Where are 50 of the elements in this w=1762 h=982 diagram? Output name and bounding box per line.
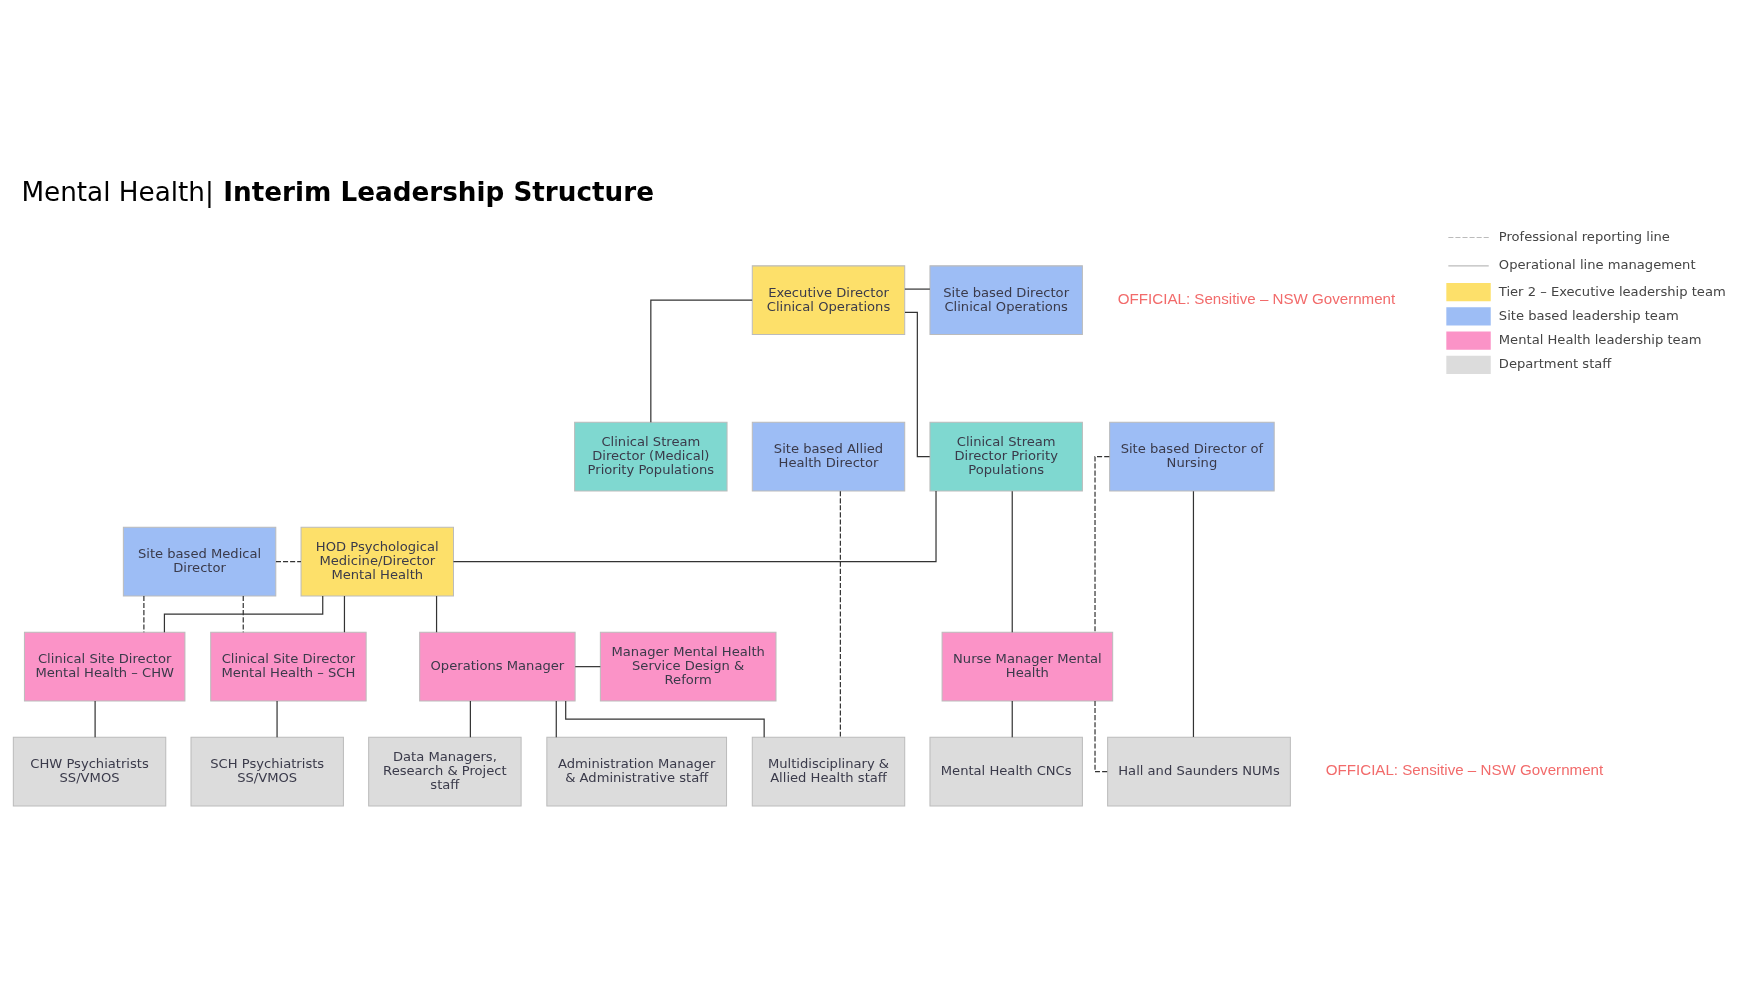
- connector: [839, 490, 841, 738]
- connector: [1192, 490, 1195, 738]
- node-box: Nurse Manager Mental Health: [941, 631, 1114, 701]
- node-box: Site based Medical Director: [122, 526, 277, 596]
- diagram-title: Mental Health| Interim Leadership Structure: [21, 176, 654, 207]
- connector: [650, 299, 753, 423]
- node-box: Clinical Site Director Mental Health – SCH: [210, 631, 367, 701]
- connector: [1011, 490, 1013, 633]
- node-box: Clinical Stream Director Priority Populations: [929, 421, 1083, 491]
- legend-label: Site based leadership team: [1498, 307, 1679, 323]
- node-box: SCH Psychiatrists SS/VMOS: [190, 736, 344, 806]
- label: OFFICIAL: Sensitive – NSW Government: [1117, 289, 1396, 307]
- connector: [435, 594, 438, 633]
- connector: [242, 594, 244, 633]
- legend-label: Operational line management: [1498, 256, 1696, 272]
- node-box: Site based Director of Nursing: [1109, 421, 1275, 491]
- connector: [163, 595, 324, 633]
- legend-label: Mental Health leadership team: [1498, 331, 1702, 347]
- connector: [904, 311, 931, 457]
- node-box: HOD Psychological Medicine/Director Mental Health: [300, 526, 454, 596]
- node-box: Clinical Stream Director (Medical) Priority Populations: [574, 421, 728, 491]
- node-box: Administration Manager & Administrative staff: [546, 736, 728, 806]
- legend-label: Professional reporting line: [1498, 228, 1670, 244]
- legend-label: Tier 2 – Executive leadership team: [1498, 283, 1726, 299]
- connector: [275, 560, 302, 562]
- connector: [94, 699, 96, 738]
- connector: [143, 594, 145, 633]
- node-box: Operations Manager: [419, 631, 576, 701]
- node-box: Site based Allied Health Director: [751, 421, 906, 491]
- node-box: Multidisciplinary & Allied Health staff: [751, 736, 906, 806]
- connector: [565, 699, 765, 738]
- legend-label: Department staff: [1498, 355, 1612, 371]
- connector: [469, 699, 471, 738]
- connector: [452, 489, 937, 562]
- connector: [343, 594, 346, 633]
- connector: [904, 288, 931, 290]
- node-box: Clinical Site Director Mental Health – CHW: [23, 631, 186, 701]
- connector: [1011, 699, 1013, 738]
- node-box: Data Managers, Research & Project staff: [368, 736, 522, 806]
- connector: [1094, 699, 1108, 772]
- node-box: Site based Director Clinical Operations: [929, 264, 1083, 335]
- connector: [555, 699, 557, 738]
- node-box: Manager Mental Health Service Design & Reform: [599, 631, 777, 701]
- connector: [276, 699, 278, 738]
- node-box: Executive Director Clinical Operations: [751, 264, 906, 335]
- node-box: Hall and Saunders NUMs: [1107, 736, 1291, 806]
- label: OFFICIAL: Sensitive – NSW Government: [1325, 760, 1604, 778]
- node-box: CHW Psychiatrists SS/VMOS: [12, 736, 167, 806]
- connector: [574, 665, 601, 667]
- node-box: Mental Health CNCs: [929, 736, 1083, 806]
